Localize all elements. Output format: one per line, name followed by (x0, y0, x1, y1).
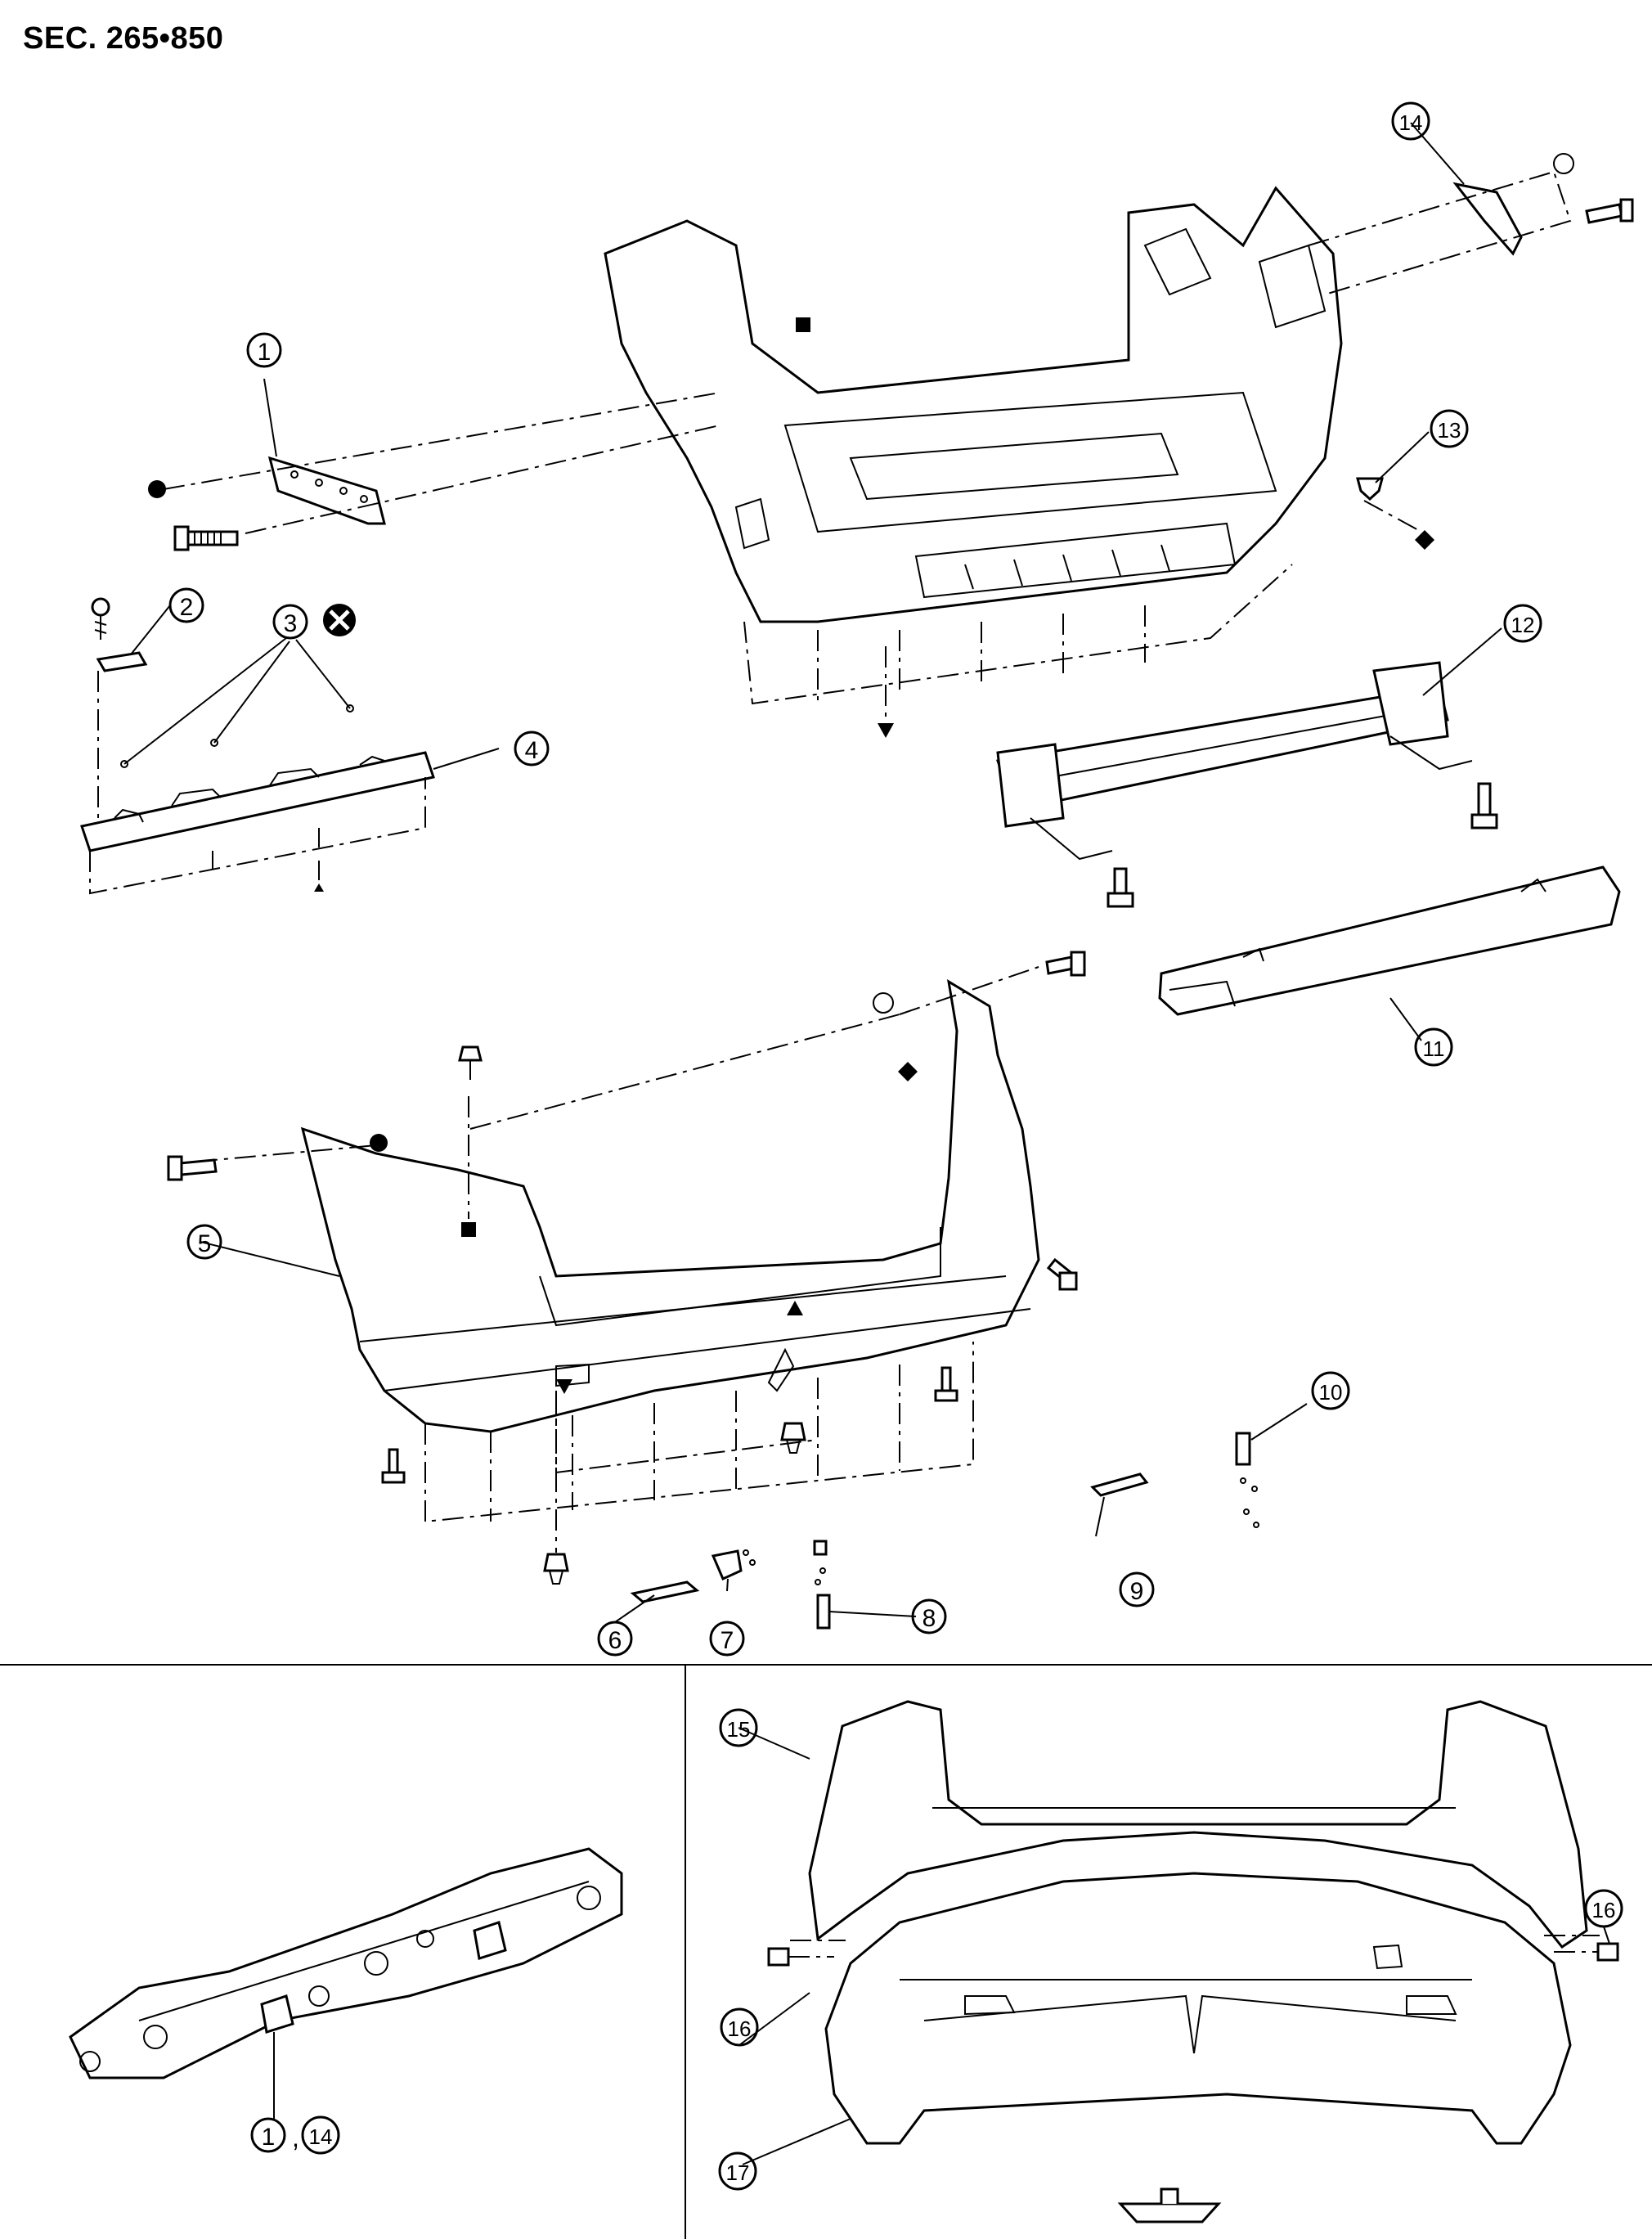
body-ref-triangle-marker (878, 646, 894, 738)
side-bracket-lh (163, 392, 721, 534)
callout-9-label: 9 (1130, 1578, 1144, 1605)
no-reuse-icon (323, 604, 356, 636)
bumper-fascia (195, 966, 1040, 1523)
push-clip-icon (1356, 477, 1384, 501)
callout-12-label: 12 (1511, 613, 1535, 637)
callout-3-label: 3 (284, 610, 298, 637)
body-ref-square-marker (796, 317, 810, 332)
clip-icon (780, 1422, 806, 1454)
callout-4-label: 4 (525, 737, 539, 764)
bolt-icon (1046, 1257, 1078, 1291)
bolt-icon (173, 525, 239, 551)
lamp-bracket (711, 1549, 756, 1580)
ref-open-circle-fascia (873, 992, 894, 1014)
bolt-icon (167, 1155, 218, 1181)
vehicle-rear-body (604, 186, 1343, 705)
screw-icon (381, 1448, 406, 1484)
bolt-icon (1585, 198, 1634, 224)
body-ref-diamond-marker (1363, 500, 1434, 550)
energy-absorber (1158, 865, 1621, 1016)
small-bracket (96, 651, 148, 834)
callout-2-label: 2 (180, 594, 194, 621)
callout-10: 10 (1311, 1371, 1350, 1410)
callout-14: 14 (1391, 101, 1430, 141)
callout-3: 3 (272, 604, 308, 640)
callout-7: 7 (709, 1621, 745, 1657)
callout-detail-1-label: 1 (262, 2124, 276, 2151)
upper-retainer (80, 751, 435, 895)
screw-icon (91, 597, 110, 640)
callout-17: 17 (718, 2151, 757, 2191)
clip-icon (543, 1394, 569, 1585)
callout-1-label: 1 (258, 339, 272, 366)
detail-side-clip-rh (1544, 1935, 1619, 1962)
callout-detail-separator: , (292, 2123, 299, 2152)
callout-6-label: 6 (608, 1627, 622, 1654)
callout-5-label: 5 (198, 1230, 212, 1257)
clip-icon (458, 1045, 483, 1080)
callout-15: 15 (719, 1708, 758, 1747)
callout-7-label: 7 (721, 1627, 734, 1654)
callout-16-lh: 16 (720, 2007, 759, 2047)
callout-16-rh: 16 (1584, 1889, 1623, 1928)
callout-5: 5 (186, 1224, 222, 1260)
bolt-icon (1045, 951, 1086, 977)
callout-8-label: 8 (923, 1605, 936, 1632)
section-title: SEC. 265•850 (23, 21, 224, 56)
ref-triangle-down-fascia (556, 1379, 572, 1394)
callout-2: 2 (168, 587, 204, 623)
ref-square-fascia (461, 1096, 476, 1237)
callout-10-label: 10 (1319, 1380, 1343, 1405)
callout-4: 4 (514, 731, 550, 767)
side-bracket-rh (1308, 170, 1572, 295)
detail-side-clip-lh (767, 1940, 846, 1967)
callout-6: 6 (597, 1621, 633, 1657)
ref-open-circle-rh (1553, 153, 1574, 174)
callout-detail-1: 1 (250, 2117, 286, 2153)
ref-triangle-fascia (787, 1301, 803, 1315)
bumper-detail-bottom (824, 1872, 1572, 2145)
ref-filled-circle-lh (148, 480, 166, 498)
front-arrow-icon (1117, 2187, 1222, 2223)
bumper-reinforcement (996, 661, 1473, 861)
sensor-bracket-lh (813, 1540, 917, 1630)
callout-16-rh-label: 16 (1592, 1898, 1616, 1922)
callout-leaders (130, 122, 1610, 2165)
callout-8: 8 (911, 1598, 947, 1634)
callout-17-label: 17 (726, 2160, 750, 2185)
callout-12: 12 (1503, 604, 1542, 643)
callout-15-label: 15 (727, 1717, 751, 1742)
panel-dividers (0, 1664, 1652, 2239)
callout-16-lh-label: 16 (728, 2016, 752, 2041)
callout-11-label: 11 (1423, 1036, 1445, 1061)
no-reuse-clips (120, 637, 354, 768)
screw-icon (934, 1366, 958, 1402)
callout-13-label: 13 (1438, 418, 1461, 443)
callout-14-label: 14 (1399, 110, 1423, 135)
ref-filled-circle-fascia (370, 1134, 388, 1152)
callout-9: 9 (1119, 1571, 1155, 1607)
bolt-icon (1107, 867, 1134, 908)
callout-11: 11 (1414, 1027, 1453, 1067)
bumper-detail-top (808, 1700, 1588, 1949)
side-bracket-detail (69, 1847, 623, 2119)
reflector-lh (630, 1580, 700, 1603)
callout-detail-14-label: 14 (309, 2124, 333, 2149)
sensor-bracket-rh (1235, 1403, 1308, 1528)
reflector-rh (1090, 1472, 1149, 1497)
callout-1: 1 (246, 332, 282, 368)
bolt-icon (1470, 782, 1498, 830)
callout-detail-14: 14 (301, 2115, 340, 2155)
ref-diamond-fascia (898, 1062, 918, 1081)
callout-13: 13 (1430, 409, 1469, 448)
